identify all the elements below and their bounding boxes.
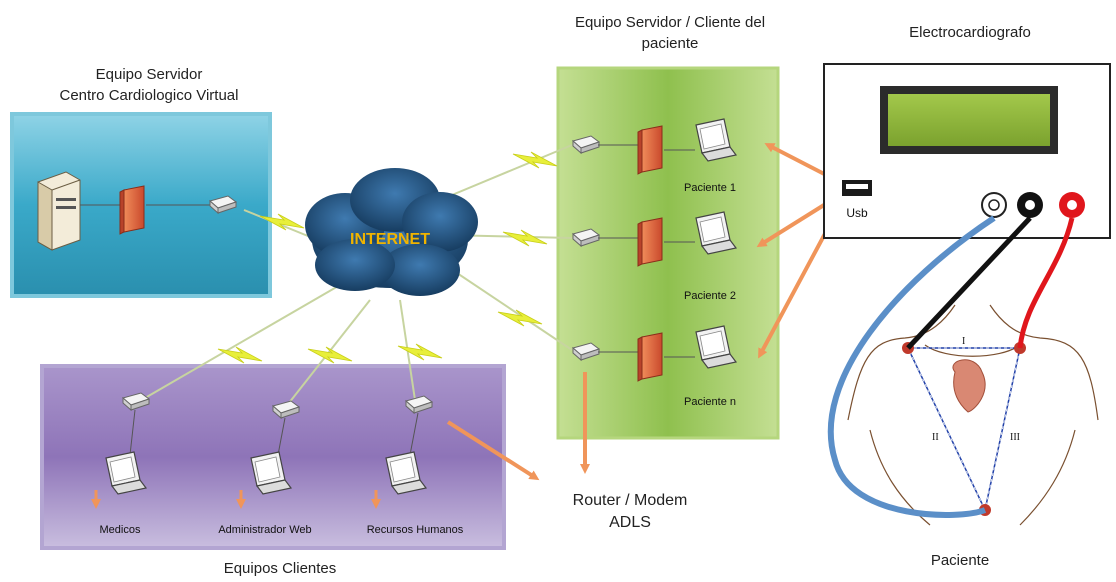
lead-wire-red [1017,217,1075,349]
lead-wire-blue [827,215,996,518]
server-firewall-icon [119,185,145,235]
patient-label-n: Paciente n [684,396,736,408]
client-medicos [91,392,150,509]
patient-row-n [572,325,737,382]
patient-label-2: Paciente 2 [684,290,736,302]
usb-icon [842,180,872,196]
patient-torso-icon [847,304,1099,526]
client-admin-web [236,400,300,509]
patient-server-box [556,66,780,440]
client-label-admin: Administrador Web [218,524,312,536]
lead-wire-black [906,216,1032,350]
patient-row-2 [572,211,737,267]
firewall-icon [637,217,663,267]
client-label-medicos: Medicos [99,524,141,536]
server-tower-icon [37,171,81,251]
patient-row-1 [572,118,737,175]
ecg-title: Electrocardiografo [909,24,1031,41]
lightning-icon [217,346,263,364]
lead-connector-white-icon [981,192,1007,218]
lightning-icon [497,309,543,327]
patient-label: Paciente [930,552,990,569]
usb-label: Usb [846,206,868,220]
client-rrhh [371,395,433,509]
server-title: Equipo Servidor Centro Cardiologico Virt… [59,66,239,104]
internet-cloud-icon [305,168,478,296]
lead-label-i: I [962,336,965,347]
firewall-icon [637,125,663,175]
client-label-rrhh: Recursos Humanos [366,524,464,536]
connection-arrows [446,143,837,481]
router-label: Router / Modem ADLS [572,492,688,531]
lightning-icon [397,343,443,361]
patient-server-title: Equipo Servidor / Cliente del paciente [574,14,766,52]
patient-label-1: Paciente 1 [684,182,736,194]
clients-title: Equipos Clientes [223,560,337,577]
lead-label-iii: III [1010,432,1020,443]
heart-icon [952,359,986,413]
internet-label: INTERNET [350,231,430,248]
ecg-lcd-screen [888,94,1050,146]
lead-connector-black-icon [1017,192,1043,218]
lightning-icon [307,346,353,364]
lead-connector-red-icon [1059,192,1085,218]
lead-label-ii: II [932,432,939,443]
firewall-icon [637,332,663,382]
